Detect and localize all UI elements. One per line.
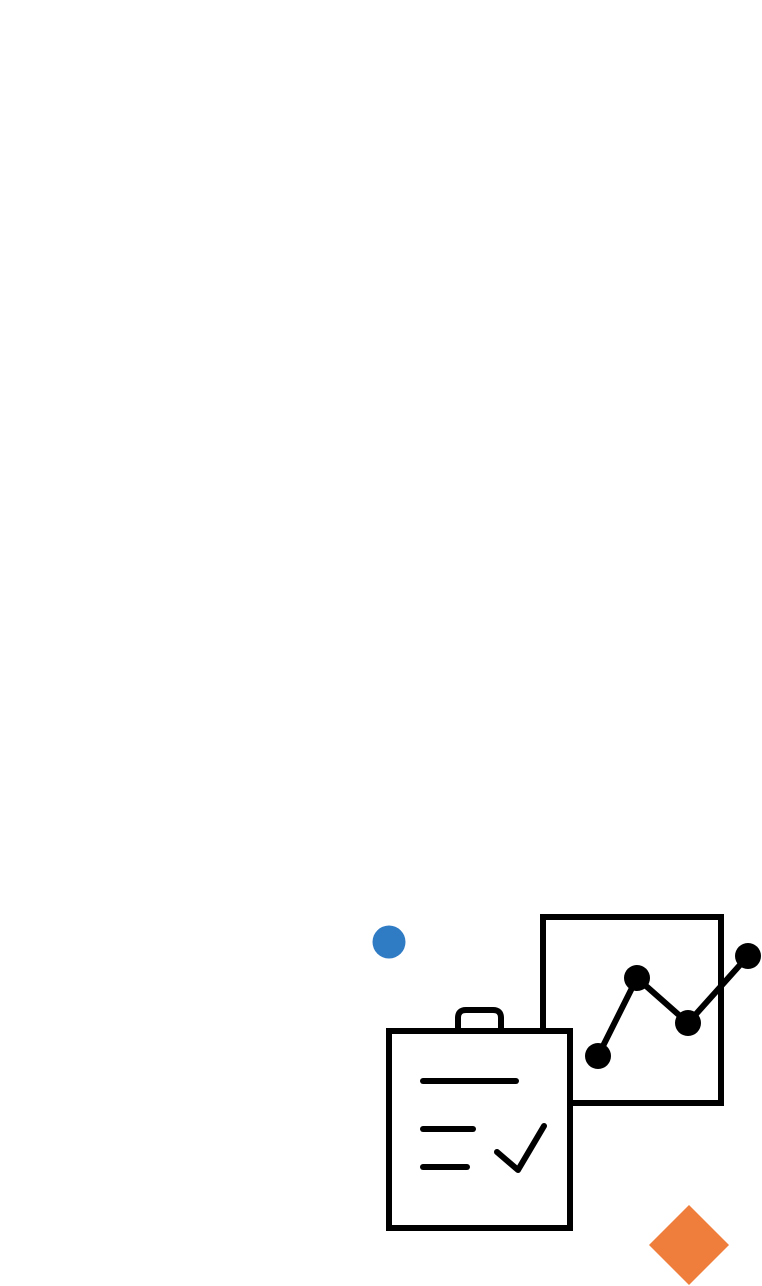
blue-dot-icon bbox=[372, 925, 406, 959]
check-mark-icon bbox=[494, 1123, 547, 1173]
orange-diamond-icon bbox=[649, 1205, 729, 1285]
chart-line bbox=[595, 953, 751, 1059]
line-chart-icon bbox=[540, 914, 761, 1106]
chart-point bbox=[624, 965, 650, 991]
chart-point bbox=[675, 1010, 701, 1036]
chart-point bbox=[585, 1043, 611, 1069]
chart-point bbox=[735, 943, 761, 969]
clipboard-checklist-icon bbox=[386, 1007, 573, 1231]
clipboard-clip bbox=[455, 1007, 504, 1031]
